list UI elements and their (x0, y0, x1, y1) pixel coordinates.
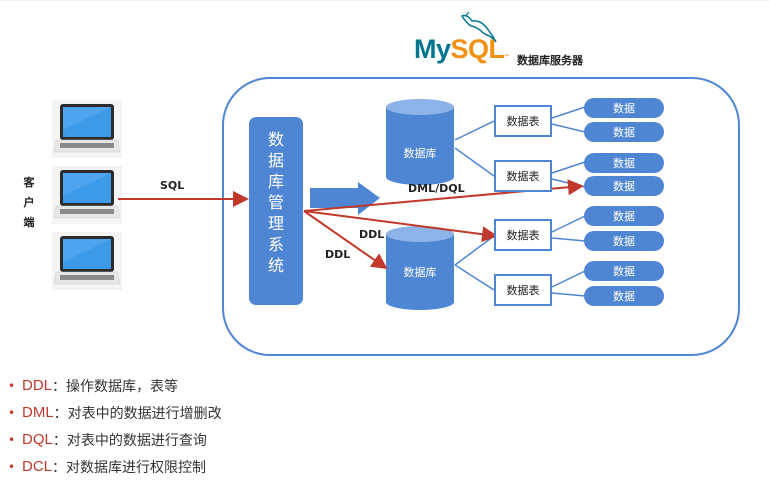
ddl-table-arrow (303, 210, 498, 243)
table1-data-line (551, 123, 586, 133)
db2-table3-line (454, 235, 495, 266)
db2-table4-line (454, 264, 495, 291)
big-blue-arrow-icon (310, 182, 380, 215)
top-divider (0, 0, 769, 1)
client-label: 客 户 端 (22, 173, 36, 233)
ddl-label-1: DDL (359, 228, 385, 241)
mysql-logo-sql: SQL (450, 34, 506, 64)
dbms-label-char: 理 (267, 214, 284, 233)
legend-description: 操作数据库，表等 (66, 378, 179, 395)
sql-label: SQL (160, 179, 185, 192)
legend-item-ddl: • DDL ： 操作数据库，表等 (8, 372, 222, 399)
dbms-label-char: 数 (267, 130, 284, 149)
dbms-label-char: 库 (267, 172, 284, 191)
laptop-icon (52, 100, 122, 158)
mysql-logo-my: My (414, 34, 451, 64)
legend-separator: ： (52, 432, 67, 449)
table-box: 数据表 (494, 105, 552, 137)
bullet-icon: • (8, 378, 16, 393)
table-box: 数据表 (494, 274, 552, 306)
legend-item-dml: • DML ： 对表中的数据进行增删改 (8, 399, 222, 426)
dbms-box: 数 据 库 管 理 系 统 (249, 117, 303, 305)
bullet-icon: • (8, 432, 16, 447)
table4-data-line (551, 292, 586, 297)
data-row-pill: 数据 (584, 122, 664, 142)
legend-key: DCL (22, 458, 53, 475)
client-label-char: 客 (23, 176, 35, 189)
server-container (222, 77, 740, 356)
client-label-char: 户 (23, 196, 35, 209)
mysql-dolphin-icon (460, 12, 497, 43)
legend-separator: ： (52, 459, 67, 476)
database-cylinder-1 (386, 99, 454, 185)
ddl-label-2: DDL (325, 248, 351, 261)
bullet-icon: • (8, 459, 16, 474)
mysql-logo: MySQL™ (414, 34, 509, 65)
legend-separator: ： (52, 378, 67, 395)
dbms-label-char: 据 (267, 151, 284, 170)
legend-description: 对表中的数据进行增删改 (67, 405, 222, 422)
dbms-label-char: 系 (267, 235, 284, 254)
table3-data-line (551, 237, 586, 242)
bullet-icon: • (8, 405, 16, 420)
dbms-label-char: 管 (267, 193, 284, 212)
data-row-pill: 数据 (584, 176, 664, 196)
table4-data-line (551, 270, 586, 288)
laptop-icon (52, 166, 122, 224)
legend-separator: ： (53, 405, 68, 422)
data-row-pill: 数据 (584, 206, 664, 226)
db1-table1-line (454, 120, 495, 141)
dbms-label-char: 统 (267, 256, 284, 275)
data-row-pill: 数据 (584, 261, 664, 281)
legend-description: 对表中的数据进行查询 (66, 432, 207, 449)
legend-item-dcl: • DCL ： 对数据库进行权限控制 (8, 453, 222, 480)
db1-table2-line (454, 147, 495, 177)
table-box: 数据表 (494, 219, 552, 251)
client-label-char: 端 (23, 216, 35, 229)
table-box: 数据表 (494, 160, 552, 192)
data-row-pill: 数据 (584, 286, 664, 306)
database-cylinder-2 (386, 226, 454, 310)
laptop-icon (52, 232, 122, 290)
server-label: 数据库服务器 (517, 54, 583, 67)
sql-category-legend: • DDL ： 操作数据库，表等 • DML ： 对表中的数据进行增删改 • D… (8, 372, 222, 480)
table3-data-line (551, 215, 586, 233)
table2-data-line (551, 161, 586, 174)
data-row-pill: 数据 (584, 98, 664, 118)
mysql-logo-tm: ™ (504, 54, 510, 60)
legend-item-dql: • DQL ： 对表中的数据进行查询 (8, 426, 222, 453)
data-row-pill: 数据 (584, 153, 664, 173)
database-label: 数据库 (403, 147, 437, 160)
database-label: 数据库 (403, 266, 437, 279)
table1-data-line (551, 106, 586, 119)
legend-key: DQL (22, 431, 53, 448)
legend-description: 对数据库进行权限控制 (66, 459, 207, 476)
data-row-pill: 数据 (584, 231, 664, 251)
ddl-database-arrow (303, 210, 388, 270)
dml-dql-label: DML/DQL (408, 182, 465, 195)
legend-key: DML (22, 404, 54, 421)
legend-key: DDL (22, 377, 53, 394)
